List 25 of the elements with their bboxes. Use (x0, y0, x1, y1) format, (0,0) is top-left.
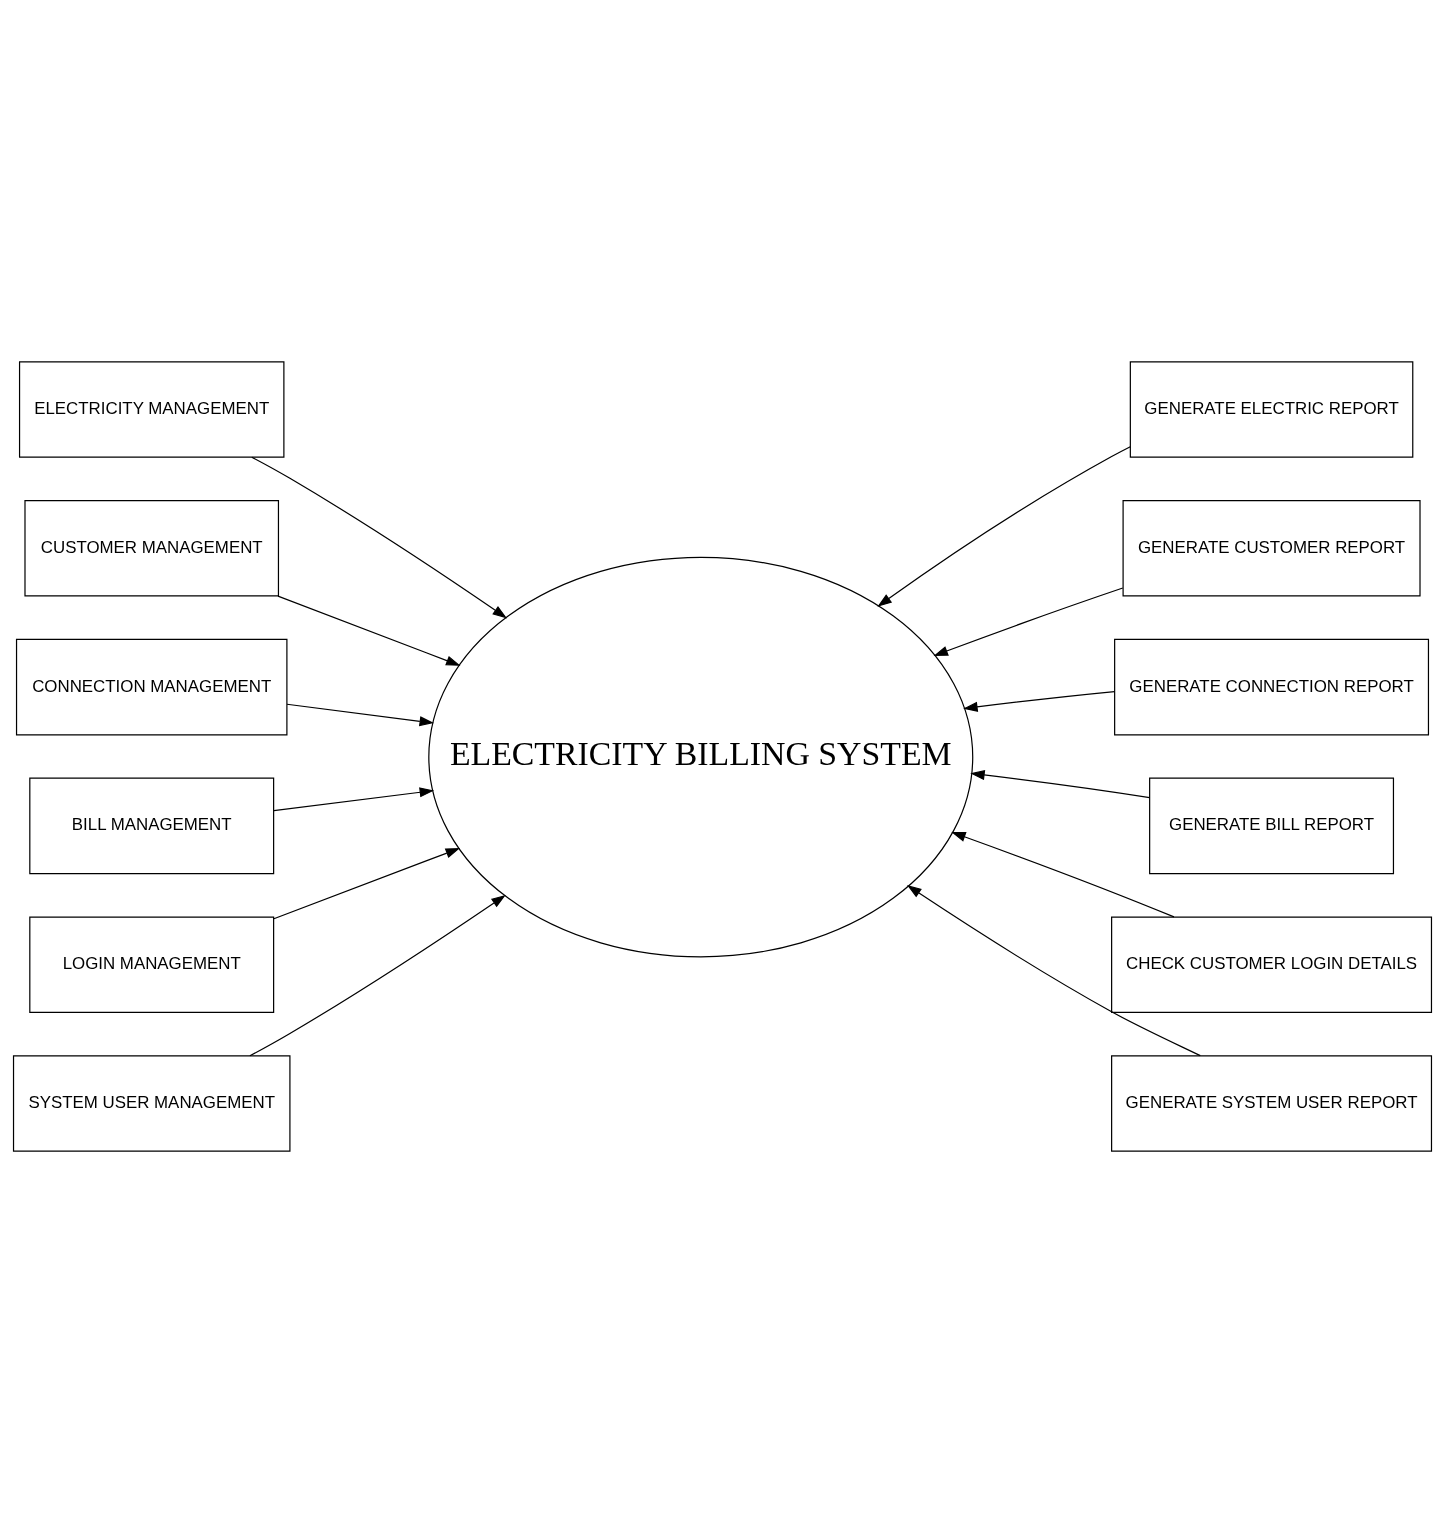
node-box: CUSTOMER MANAGEMENT (24, 500, 280, 597)
arrow (273, 848, 461, 920)
arrow (877, 446, 1131, 607)
arrow (963, 690, 1116, 712)
arrow (933, 587, 1124, 656)
node-box: ELECTRICITY MANAGEMENT (18, 361, 285, 458)
node-ellipse: ELECTRICITY BILLING SYSTEM (428, 556, 974, 958)
node-box: GENERATE SYSTEM USER REPORT (1111, 1055, 1433, 1152)
node-box: GENERATE BILL REPORT (1149, 777, 1395, 875)
arrow (273, 787, 435, 812)
arrow (277, 595, 461, 666)
node-box: LOGIN MANAGEMENT (29, 916, 275, 1013)
node-box: CHECK CUSTOMER LOGIN DETAILS (1111, 916, 1433, 1013)
node-box: GENERATE CUSTOMER REPORT (1122, 500, 1421, 597)
arrow (251, 456, 508, 619)
node-box: GENERATE ELECTRIC REPORT (1129, 361, 1414, 458)
node-box: CONNECTION MANAGEMENT (15, 638, 288, 736)
node-box: BILL MANAGEMENT (29, 777, 275, 875)
arrow (906, 885, 1201, 1057)
arrow (951, 831, 1175, 918)
arrow (249, 894, 506, 1057)
arrow (970, 769, 1151, 799)
node-box: GENERATE CONNECTION REPORT (1114, 638, 1430, 736)
node-box: SYSTEM USER MANAGEMENT (12, 1055, 291, 1152)
arrow (286, 703, 435, 727)
